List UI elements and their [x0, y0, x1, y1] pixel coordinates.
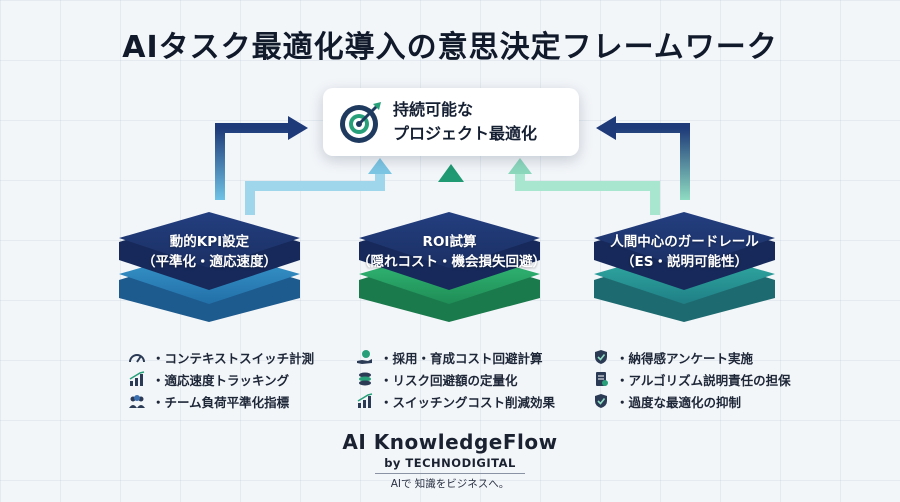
- arrow-left-outer: [215, 123, 290, 200]
- arrow-right-outer-head: [596, 116, 616, 140]
- arrow-middle-head: [438, 164, 464, 182]
- goal-line-2: プロジェクト最適化: [393, 124, 538, 143]
- arrow-right-outer: [614, 123, 690, 200]
- gauge-icon: [129, 354, 145, 363]
- money-hand-icon: [357, 350, 372, 364]
- document-icon: [596, 372, 608, 386]
- list-item: ・納得感アンケート実施: [592, 346, 842, 368]
- list-item: ・リスク回避額の定量化: [356, 368, 606, 390]
- list-item: ・過度な最適化の抑制: [592, 390, 842, 412]
- arrow-left-outer-head: [288, 116, 308, 140]
- shield-check-icon: [595, 394, 607, 408]
- pillar-subtitle: （隠れコスト・機会損失回避）: [357, 254, 546, 270]
- pillar-title: 人間中心のガードレール: [610, 234, 759, 250]
- page-title: AIタスク最適化導入の意思決定フレームワーク: [122, 30, 778, 65]
- arrow-left-inner-head: [368, 158, 392, 174]
- pillar-title: ROI試算: [422, 234, 477, 250]
- list-item: ・スイッチングコスト削減効果: [356, 390, 606, 412]
- bar-chart-icon: [129, 371, 145, 386]
- list-item: ・適応速度トラッキング: [128, 368, 378, 390]
- brand-name: AI KnowledgeFlow: [342, 430, 558, 454]
- list-item: ・採用・育成コスト回避計算: [356, 346, 606, 368]
- pillar-block-guardrail: 人間中心のガードレール （ES・説明可能性）: [592, 212, 777, 322]
- team-icon: [129, 395, 145, 408]
- pillar-list-roi: ・採用・育成コスト回避計算 ・リスク回避額の定量化 ・スイッチングコスト削減効果: [356, 346, 606, 412]
- goal-box: 持続可能な プロジェクト最適化: [323, 88, 579, 156]
- brand-divider: [375, 473, 525, 474]
- list-item: ・アルゴリズム説明責任の担保: [592, 368, 842, 390]
- pillar-list-kpi: ・コンテキストスイッチ計測 ・適応速度トラッキング ・チーム負荷平準化指標: [128, 346, 378, 412]
- list-item: ・チーム負荷平準化指標: [128, 390, 378, 412]
- pillar-block-kpi: 動的KPI設定 （平準化・適応速度）: [117, 212, 302, 322]
- pillar-block-roi: ROI試算 （隠れコスト・機会損失回避）: [357, 212, 546, 322]
- pillar-title: 動的KPI設定: [169, 234, 250, 250]
- brand-footer: AI KnowledgeFlow by TECHNODIGITAL AIで 知識…: [0, 430, 900, 491]
- coins-icon: [359, 372, 371, 386]
- pillar-subtitle: （ES・説明可能性）: [621, 254, 748, 270]
- pillar-list-guardrail: ・納得感アンケート実施 ・アルゴリズム説明責任の担保 ・過度な最適化の抑制: [592, 346, 842, 412]
- arrow-left-inner: [245, 172, 385, 215]
- list-item: ・コンテキストスイッチ計測: [128, 346, 378, 368]
- goal-line-1: 持続可能な: [393, 100, 474, 119]
- brand-tagline: AIで 知識をビジネスへ。: [390, 478, 510, 490]
- arrow-right-inner-head: [508, 158, 532, 174]
- pillar-subtitle: （平準化・適応速度）: [142, 254, 277, 270]
- arrow-right-inner: [515, 172, 660, 215]
- brand-byline: by TECHNODIGITAL: [384, 456, 516, 470]
- bar-chart-icon: [357, 393, 373, 408]
- target-icon: [340, 102, 381, 143]
- shield-check-icon: [595, 350, 607, 364]
